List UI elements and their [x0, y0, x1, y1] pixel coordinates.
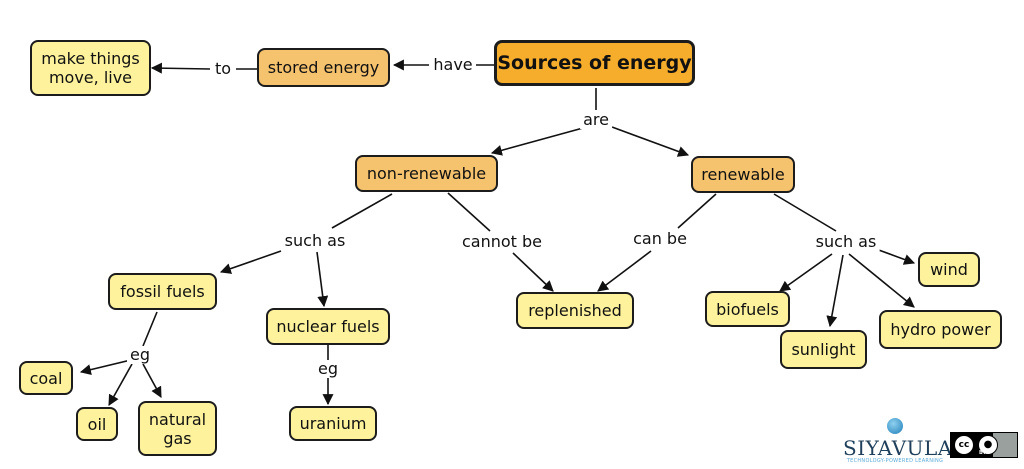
logo-tagline: TECHNOLOGY-POWERED LEARNING — [846, 458, 944, 464]
link-label-eg-nuclear: eg — [315, 360, 341, 378]
node-replenished: replenished — [516, 292, 634, 329]
link-label-such-as-left: such as — [281, 232, 349, 250]
link-label-eg-fossil: eg — [127, 346, 153, 364]
logo-wordmark: SIYAVULA — [843, 436, 953, 460]
link-label-have: have — [430, 56, 476, 74]
creative-commons-icon: cc — [954, 435, 974, 455]
node-uranium: uranium — [289, 406, 377, 441]
attribution-icon: ● — [978, 435, 998, 455]
node-oil: oil — [76, 407, 118, 441]
node-stored-energy: stored energy — [257, 48, 390, 87]
node-coal: coal — [19, 361, 73, 395]
link-label-to: to — [211, 60, 235, 78]
link-label-are: are — [580, 111, 612, 129]
node-non-renewable: non-renewable — [355, 155, 498, 192]
node-fossil-fuels: fossil fuels — [108, 273, 217, 310]
node-hydro-power: hydro power — [879, 310, 1002, 349]
cc-by-license-badge: cc ● BY — [950, 432, 1018, 458]
node-biofuels: biofuels — [705, 291, 790, 327]
siyavula-logo: SIYAVULA TECHNOLOGY-POWERED LEARNING — [843, 418, 953, 466]
node-nuclear-fuels: nuclear fuels — [266, 308, 390, 345]
link-label-such-as-right: such as — [812, 233, 880, 251]
node-make-things-move: make things move, live — [30, 40, 151, 96]
logo-globe-icon — [887, 418, 903, 434]
link-label-cannot-be: cannot be — [458, 233, 546, 251]
link-label-can-be: can be — [630, 230, 690, 248]
node-sources-of-energy: Sources of energy — [494, 40, 695, 86]
node-wind: wind — [918, 252, 980, 287]
node-natural-gas: natural gas — [138, 401, 217, 456]
license-by-text: BY — [979, 450, 987, 456]
node-renewable: renewable — [691, 156, 795, 193]
node-sunlight: sunlight — [780, 330, 867, 369]
